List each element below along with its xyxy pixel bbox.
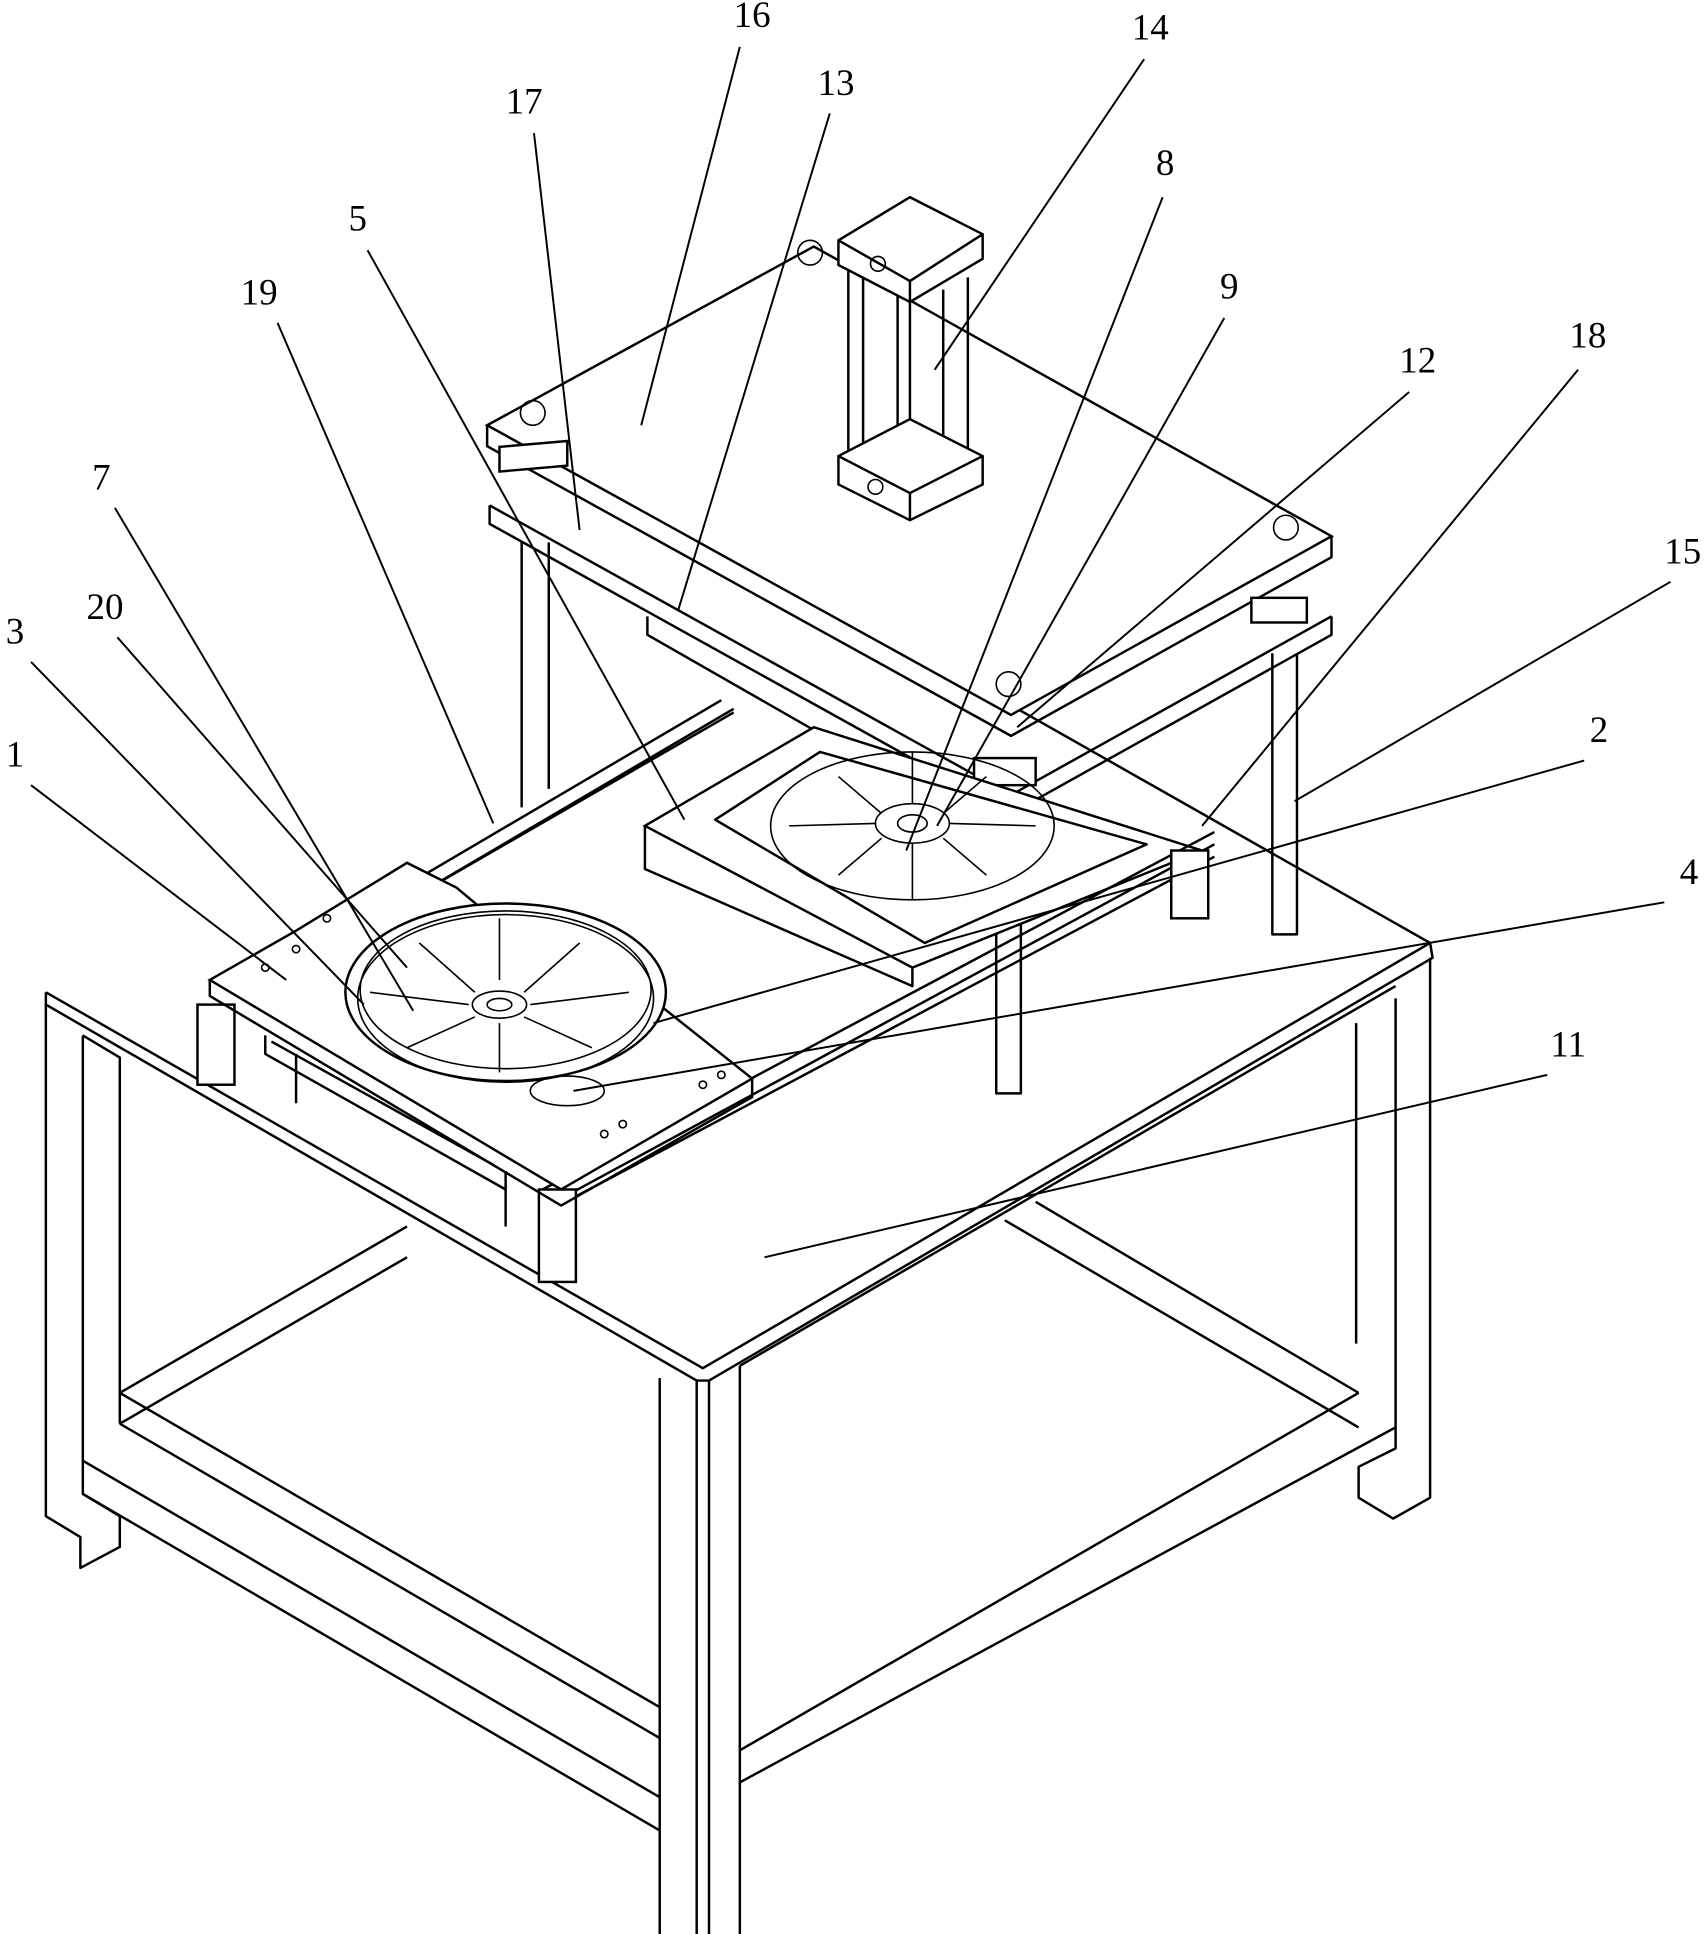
reference-label-2: 2 [1590,709,1608,750]
leader-line-19 [278,323,494,823]
reference-label-9: 9 [1220,265,1238,306]
leader-line-3 [31,662,364,1005]
leader-lines [31,47,1670,1257]
leader-line-7 [115,508,413,1011]
sliding-plate [210,863,752,1227]
leader-line-15 [1295,582,1671,801]
leader-line-1 [31,785,286,980]
reference-label-13: 13 [817,62,854,103]
leader-line-4 [573,902,1664,1091]
reference-label-5: 5 [348,198,366,239]
reference-label-8: 8 [1156,142,1174,183]
reference-label-14: 14 [1132,6,1169,47]
leader-line-17 [534,133,580,530]
reference-label-17: 17 [506,80,543,121]
reference-label-12: 12 [1399,339,1436,380]
reference-label-19: 19 [241,271,278,312]
reference-label-16: 16 [734,0,771,35]
reference-label-3: 3 [6,610,24,651]
leader-line-20 [117,637,407,967]
reference-label-20: 20 [87,586,124,627]
reference-label-1: 1 [6,734,24,775]
reference-label-15: 15 [1664,530,1701,571]
reference-label-4: 4 [1680,851,1698,892]
reference-label-7: 7 [92,456,110,497]
leader-line-5 [368,250,685,819]
reference-label-18: 18 [1569,315,1606,356]
reference-label-11: 11 [1550,1023,1586,1064]
